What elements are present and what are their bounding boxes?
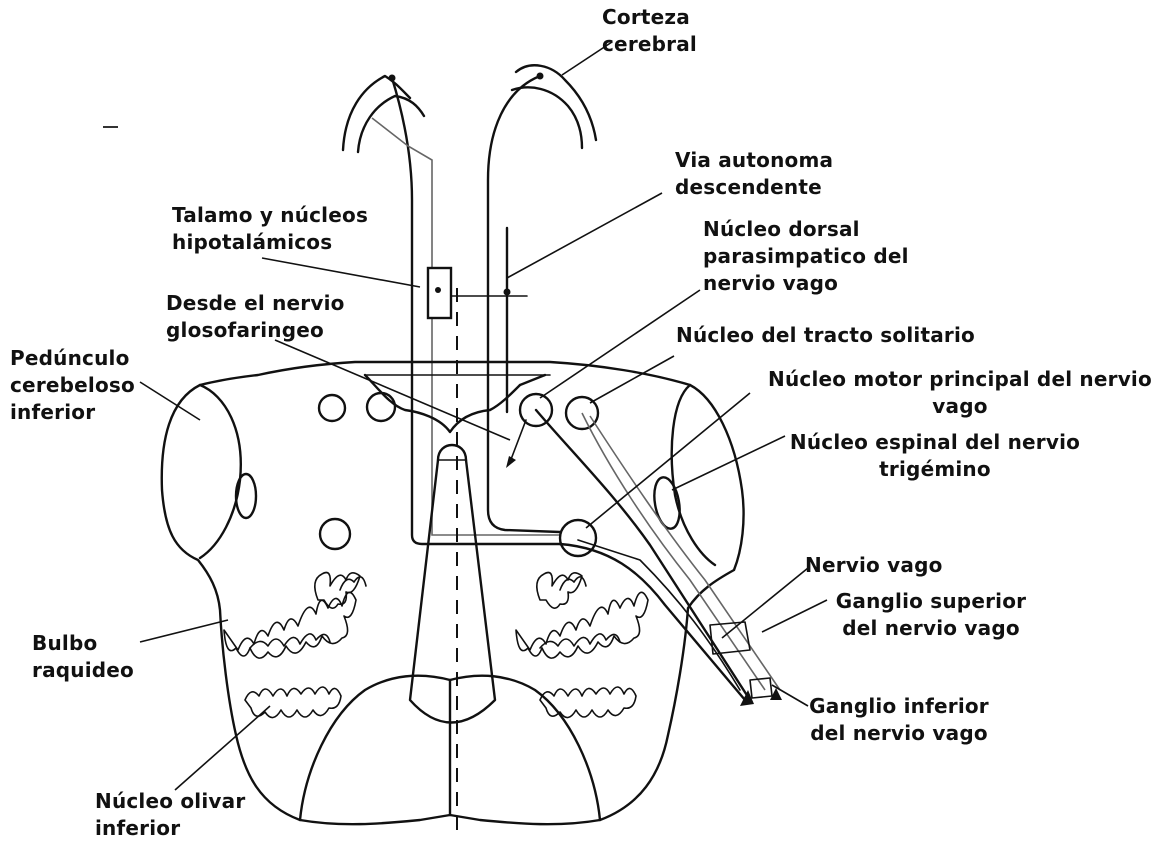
descending-tracts: [372, 73, 560, 545]
thalamus-box: [428, 268, 451, 318]
label-nervio-vago: Nervio vago: [805, 552, 943, 579]
inferior-olivary-nuclei: [224, 573, 648, 718]
vagus-nerve: [506, 410, 782, 706]
label-tracto-solitario: Núcleo del tracto solitario: [676, 322, 975, 349]
cerebral-cortex-drawing: [343, 65, 596, 152]
